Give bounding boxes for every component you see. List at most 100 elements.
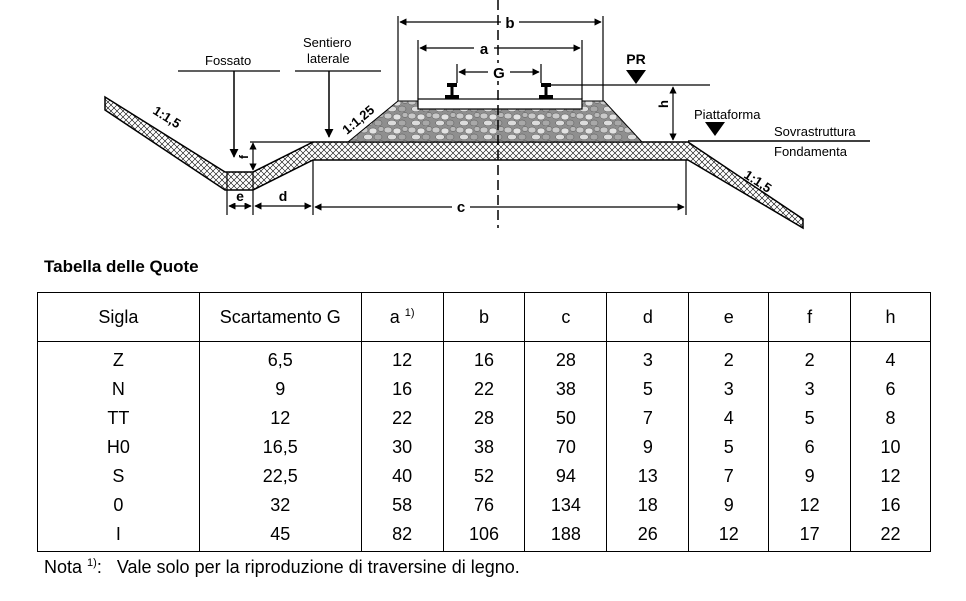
cell-c: 38 (524, 375, 608, 404)
table-row: H0 16,5 30 38 70 9 5 6 10 (37, 433, 931, 462)
cell-e: 4 (688, 404, 770, 433)
pr-marker (626, 70, 646, 84)
cell-b: 52 (442, 462, 526, 491)
header-d: d (606, 292, 690, 342)
cell-scartamento: 22,5 (198, 462, 362, 491)
cell-f: 5 (768, 404, 852, 433)
cell-a: 58 (360, 491, 444, 520)
cell-e: 3 (688, 375, 770, 404)
piattaforma-label: Piattaforma (694, 107, 761, 122)
cell-f: 17 (768, 520, 852, 552)
cell-e: 2 (688, 341, 770, 375)
dimension-f-label: f (237, 154, 251, 159)
cell-h: 4 (850, 341, 931, 375)
footnote: Nota 1): Vale solo per la riproduzione d… (44, 557, 520, 578)
cell-sigla: I (37, 520, 200, 552)
cell-h: 16 (850, 491, 931, 520)
table-row: S 22,5 40 52 94 13 7 9 12 (37, 462, 931, 491)
cell-scartamento: 12 (198, 404, 362, 433)
footnote-colon: : (96, 557, 102, 577)
rail-right (539, 83, 553, 99)
cell-sigla: H0 (37, 433, 200, 462)
dimension-h-label: h (656, 100, 671, 108)
header-f: f (768, 292, 852, 342)
cell-f: 2 (768, 341, 852, 375)
header-b: b (442, 292, 526, 342)
pr-label: PR (626, 51, 645, 67)
header-e: e (688, 292, 770, 342)
piattaforma-marker (705, 122, 725, 136)
rail-left (445, 83, 459, 99)
cell-c: 50 (524, 404, 608, 433)
cell-sigla: TT (37, 404, 200, 433)
table-row: TT 12 22 28 50 7 4 5 8 (37, 404, 931, 433)
cell-d: 13 (606, 462, 690, 491)
cell-d: 9 (606, 433, 690, 462)
cell-scartamento: 16,5 (198, 433, 362, 462)
ballast-bed (346, 100, 644, 143)
slope-left-label: 1:1,5 (150, 103, 183, 131)
cell-c: 94 (524, 462, 608, 491)
cell-sigla: N (37, 375, 200, 404)
cell-h: 22 (850, 520, 931, 552)
cell-sigla: S (37, 462, 200, 491)
sentiero-label-line1: Sentiero (303, 35, 351, 50)
fossato-label: Fossato (205, 53, 251, 68)
cell-c: 70 (524, 433, 608, 462)
cell-b: 28 (442, 404, 526, 433)
cell-f: 12 (768, 491, 852, 520)
cell-f: 6 (768, 433, 852, 462)
cell-h: 12 (850, 462, 931, 491)
cell-h: 10 (850, 433, 931, 462)
header-h: h (850, 292, 931, 342)
cell-d: 5 (606, 375, 690, 404)
cell-h: 8 (850, 404, 931, 433)
footnote-marker: 1) (404, 306, 415, 319)
fondamenta-label: Fondamenta (774, 144, 848, 159)
table-row: N 9 16 22 38 5 3 3 6 (37, 375, 931, 404)
cell-d: 3 (606, 341, 690, 375)
cell-a: 22 (360, 404, 444, 433)
sovrastruttura-label: Sovrastruttura (774, 124, 856, 139)
cell-sigla: Z (37, 341, 200, 375)
cell-a: 30 (360, 433, 444, 462)
sentiero-label-line2: laterale (307, 51, 350, 66)
cell-b: 38 (442, 433, 526, 462)
table-header-row: Sigla Scartamento G a 1) b c d e f h (37, 292, 931, 342)
table-row: I 45 82 106 188 26 12 17 22 (37, 520, 931, 552)
header-a: a 1) (360, 292, 444, 342)
footnote-sup: 1) (87, 557, 97, 569)
cell-f: 3 (768, 375, 852, 404)
table-row: 0 32 58 76 134 18 9 12 16 (37, 491, 931, 520)
cell-d: 18 (606, 491, 690, 520)
header-scartamento: Scartamento G (198, 292, 362, 342)
dimension-b-label: b (505, 15, 514, 32)
cell-b: 76 (442, 491, 526, 520)
sleeper (417, 98, 583, 110)
dimension-d-label: d (279, 188, 288, 204)
cell-b: 22 (442, 375, 526, 404)
cell-scartamento: 9 (198, 375, 362, 404)
cell-scartamento: 45 (198, 520, 362, 552)
cell-scartamento: 32 (198, 491, 362, 520)
header-c: c (524, 292, 608, 342)
table-title: Tabella delle Quote (44, 257, 199, 276)
cell-h: 6 (850, 375, 931, 404)
cell-c: 188 (524, 520, 608, 552)
cell-a: 16 (360, 375, 444, 404)
cell-scartamento: 6,5 (198, 341, 362, 375)
cell-a: 40 (360, 462, 444, 491)
dimension-c-label: c (457, 199, 465, 216)
header-sigla: Sigla (37, 292, 200, 342)
dimension-e-label: e (236, 188, 244, 204)
cell-d: 7 (606, 404, 690, 433)
cell-d: 26 (606, 520, 690, 552)
cell-c: 134 (524, 491, 608, 520)
cell-e: 5 (688, 433, 770, 462)
cell-b: 106 (442, 520, 526, 552)
cell-sigla: 0 (37, 491, 200, 520)
track-cross-section-diagram: b a G PR h Piattaforma Sovrastruttura Fo… (104, 0, 870, 230)
cell-f: 9 (768, 462, 852, 491)
dimensions-table: Sigla Scartamento G a 1) b c d e f h Z 6… (37, 292, 931, 552)
cell-a: 12 (360, 341, 444, 375)
